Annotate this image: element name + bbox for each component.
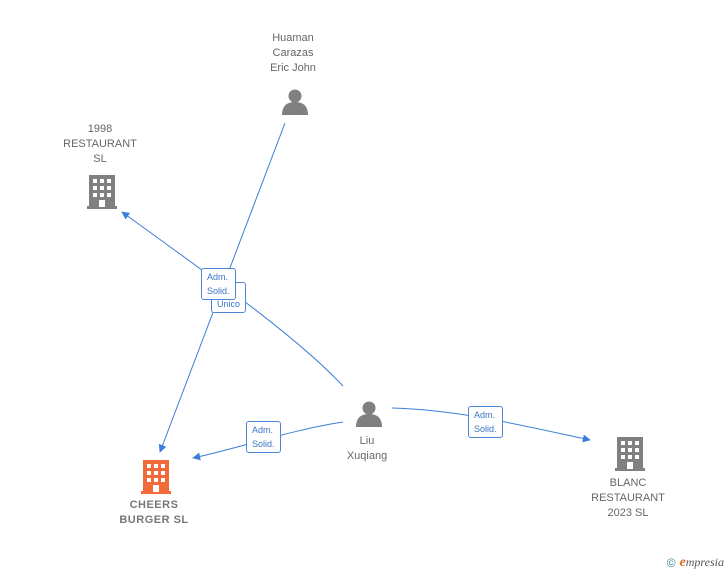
footer-brand[interactable]: © empresia: [667, 555, 724, 571]
person-icon[interactable]: [282, 89, 308, 116]
edge-label-adm-solid: Adm. Solid.: [201, 268, 236, 300]
node-label-huaman[interactable]: Huaman Carazas Eric John: [270, 32, 316, 74]
node-label-blanc-restaurant[interactable]: BLANC RESTAURANT 2023 SL: [591, 477, 665, 519]
node-label-liu[interactable]: Liu Xuqiang: [346, 435, 388, 462]
copyright-symbol: ©: [666, 556, 676, 570]
edge-label-adm-solid: Adm. Solid.: [246, 421, 281, 453]
building-icon[interactable]: [615, 437, 645, 471]
building-icon[interactable]: [87, 175, 117, 209]
node-label-1998-restaurant[interactable]: 1998 RESTAURANT SL: [63, 123, 137, 165]
building-icon-main[interactable]: [141, 460, 171, 494]
empresia-logo[interactable]: empresia: [679, 555, 724, 570]
node-label-cheers-burger[interactable]: CHEERS BURGER SL: [119, 499, 189, 526]
edge-liu-to-1998: [121, 211, 344, 387]
person-icon[interactable]: [356, 401, 382, 428]
edge-label-adm-solid: Adm. Solid.: [468, 406, 503, 438]
